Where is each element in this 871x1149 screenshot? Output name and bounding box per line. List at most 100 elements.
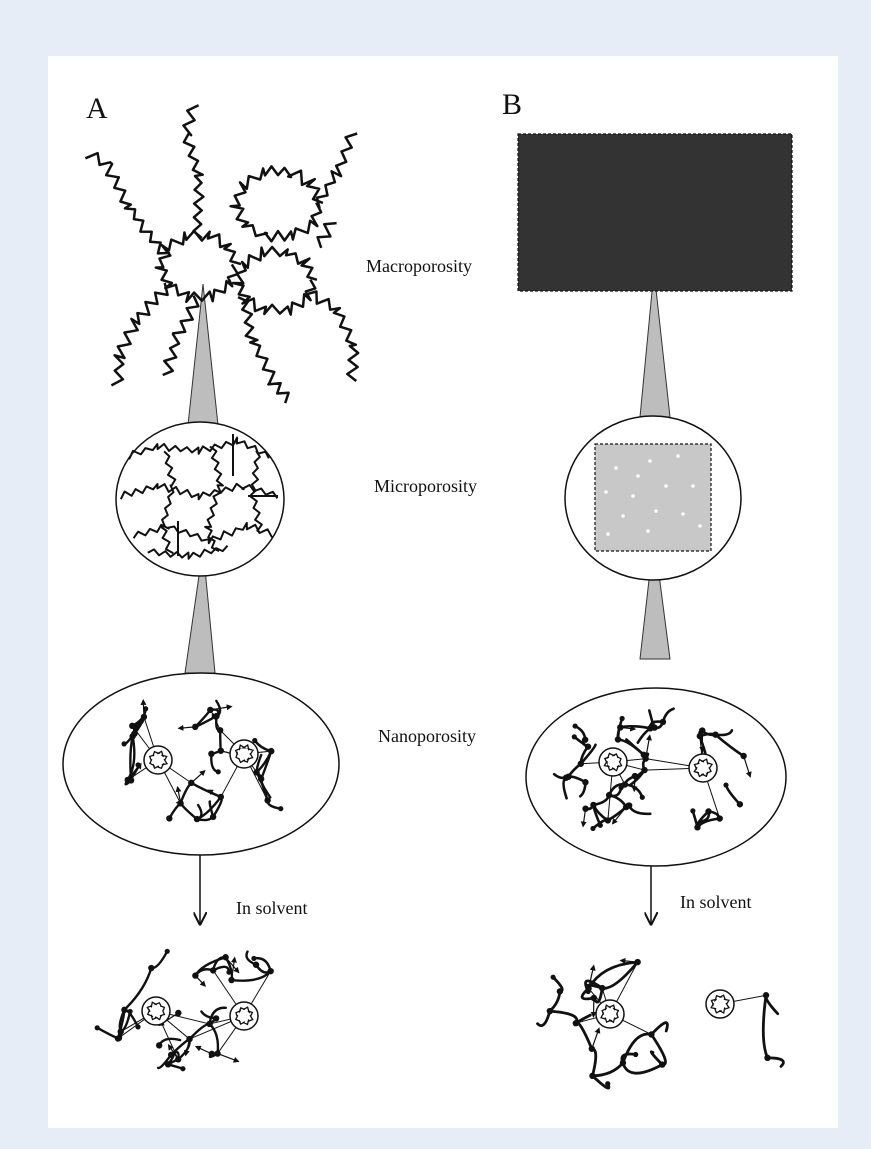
micropore-dot	[614, 466, 618, 470]
macro-strand	[156, 231, 241, 302]
crosslink-node	[208, 751, 214, 757]
macro-strand	[85, 153, 170, 253]
nanoporosity-label: Nanoporosity	[378, 726, 476, 746]
polymer-chain	[763, 995, 767, 1058]
macrocycle	[144, 746, 172, 774]
crosslink-node	[222, 954, 228, 960]
crosslink-node	[258, 776, 264, 782]
macrocycle	[596, 1000, 624, 1028]
chain-end-dot	[633, 1052, 638, 1057]
crosslink-node	[590, 802, 596, 808]
crosslink-node	[589, 1046, 595, 1052]
micropore-dot	[664, 484, 668, 488]
chain-end-dot	[690, 808, 695, 813]
micropore-dot	[654, 509, 658, 513]
connector-a-macro-micro	[188, 284, 218, 425]
crosslink-node	[148, 965, 154, 971]
chain-end-dot	[598, 823, 603, 828]
crosslink-node	[156, 1042, 162, 1048]
polymer-chain	[550, 1011, 577, 1023]
crosslink-node	[585, 743, 591, 749]
crosslink-node	[615, 736, 621, 742]
micropore-dot	[691, 484, 695, 488]
crosslink-node	[168, 1052, 174, 1058]
crosslink-node	[606, 792, 612, 798]
macro-strand	[184, 105, 204, 238]
micropore-dot	[606, 532, 610, 536]
chain-end-dot	[723, 782, 728, 787]
macro-strand	[317, 134, 357, 209]
micropore-dot	[681, 512, 685, 516]
polymer-chain	[766, 995, 778, 1013]
swollen-network-a	[95, 949, 274, 1072]
panel-label-a: A	[86, 92, 108, 125]
crosslink-node	[194, 816, 200, 822]
crosslink-node	[547, 1008, 553, 1014]
polymer-chain	[97, 1028, 118, 1039]
crosslink-node	[737, 801, 743, 807]
crosslink-node	[209, 1051, 215, 1057]
macrocycle	[142, 997, 170, 1025]
crosslink-node	[121, 1007, 127, 1013]
crosslink-node	[651, 724, 657, 730]
chain-end-dot	[573, 723, 578, 728]
crosslink-node	[740, 753, 746, 759]
crosslink-node	[712, 731, 718, 737]
chain-end-arrow	[592, 1028, 599, 1048]
chain-end-dot	[618, 785, 623, 790]
microporous-block-b	[595, 444, 711, 551]
macroporous-block-b	[518, 134, 792, 291]
macrocycle	[599, 748, 627, 776]
chain-end-dot	[590, 826, 595, 831]
connector-b-macro-micro	[640, 271, 670, 417]
nanoporosity-ellipse-a	[63, 673, 339, 855]
polymer-chain	[592, 1049, 596, 1076]
crosslink-node	[582, 737, 588, 743]
micropore-dot	[636, 474, 640, 478]
polymer-chain	[576, 1023, 592, 1049]
microporosity-label: Microporosity	[374, 476, 477, 496]
crosslink-node	[582, 779, 588, 785]
crosslink-node	[192, 724, 198, 730]
in-solvent-label-a: In solvent	[236, 898, 308, 918]
crosslink-node	[694, 824, 700, 830]
crosslink-node	[626, 802, 632, 808]
chain-end-dot	[180, 1066, 185, 1071]
crosslink-node	[192, 972, 198, 978]
porosity-diagram: A B Macroporosity Microporosity Nanoporo…	[48, 56, 838, 1128]
figure-panel: A B Macroporosity Microporosity Nanoporo…	[48, 56, 838, 1128]
micropore-dot	[698, 524, 702, 528]
crosslink-node	[582, 805, 588, 811]
chain-end-dot	[620, 716, 625, 721]
micropore-dot	[631, 494, 635, 498]
chain-end-dot	[572, 734, 577, 739]
chain-end-dot	[605, 1081, 610, 1086]
swollen-network-b	[538, 959, 784, 1088]
chain-end-dot	[143, 706, 148, 711]
macrocycle	[689, 754, 717, 782]
in-solvent-label-b: In solvent	[680, 892, 752, 912]
polymer-chain	[593, 1063, 623, 1076]
polymer-chain	[550, 991, 560, 1011]
micropore-dot	[646, 529, 650, 533]
crosslink-node	[213, 713, 219, 719]
crosslink-node	[620, 1060, 626, 1066]
macro-strand	[231, 166, 323, 241]
crosslink-node	[659, 1061, 665, 1067]
macro-strand	[111, 283, 167, 385]
crosslink-node	[705, 808, 711, 814]
macrocycle	[706, 990, 734, 1018]
crosslink-node	[589, 1073, 595, 1079]
micropore-dot	[621, 514, 625, 518]
chain-end-dot	[122, 741, 127, 746]
crosslink-node	[210, 814, 216, 820]
micropore-dot	[676, 454, 680, 458]
crosslink-node	[166, 815, 172, 821]
crosslink-node	[218, 748, 224, 754]
macrocycle	[230, 740, 258, 768]
macroporosity-label: Macroporosity	[366, 256, 472, 276]
micropore-dot	[604, 490, 608, 494]
chain-end-dot	[95, 1025, 100, 1030]
micropore-dot	[648, 459, 652, 463]
crosslink-node	[175, 1056, 181, 1062]
